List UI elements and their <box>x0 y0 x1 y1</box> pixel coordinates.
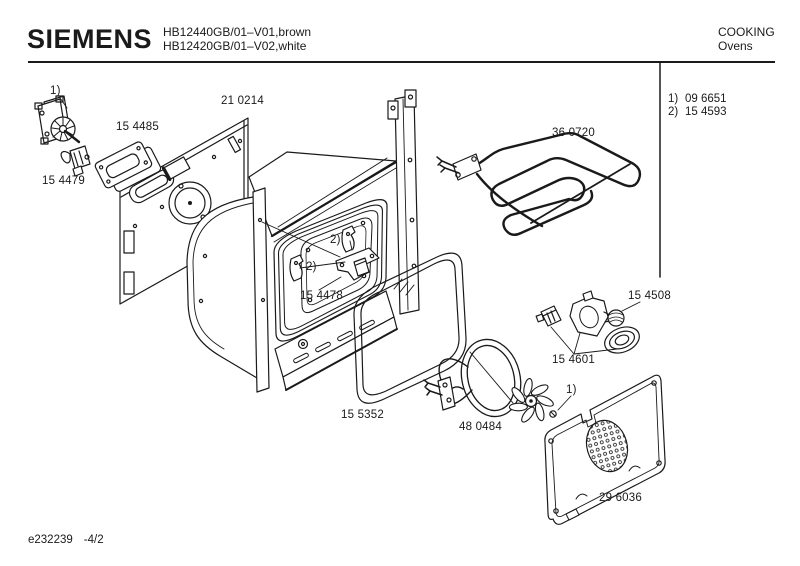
callout-rear-panel: 21 0214 <box>221 95 264 107</box>
fan-motor-drawing <box>34 95 81 145</box>
legend-block: 1) 09 6651 2) 15 4593 <box>668 93 727 119</box>
heating-element-drawing <box>436 132 642 236</box>
callout-motor-note: 1) <box>50 85 61 97</box>
document-id: e232239 <box>28 534 73 546</box>
legend-item-part: 15 4593 <box>685 106 727 118</box>
siemens-logo: SIEMENS <box>27 24 153 54</box>
callout-door-latch: 15 4479 <box>42 175 85 187</box>
legend-item-part: 09 6651 <box>685 93 727 105</box>
legend-item: 2) 15 4593 <box>668 106 727 119</box>
callout-lamp-assembly: 15 4601 <box>552 354 595 366</box>
back-cover-drawing <box>544 374 666 525</box>
callout-mounting-bracket: 15 4478 <box>300 290 343 302</box>
lamp-assembly-drawing <box>535 290 640 354</box>
door-gasket-drawing <box>353 252 467 404</box>
callout-heating-element: 36 0720 <box>552 127 595 139</box>
legend-item-num: 1) <box>668 93 679 105</box>
callout-motor-bracket: 15 4485 <box>116 121 159 133</box>
legend-item: 1) 09 6651 <box>668 93 727 106</box>
footer: e232239 -4/2 <box>28 534 104 546</box>
callout-screw-note: 1) <box>566 384 577 396</box>
callout-back-cover: 29 6036 <box>599 492 642 504</box>
cooling-fan-drawing <box>508 378 557 423</box>
page-number: -4/2 <box>83 534 104 546</box>
model-line-2: HB12420GB/01–V02,white <box>163 38 307 53</box>
category-block: COOKING Ovens <box>718 25 775 53</box>
callout-door-gasket: 15 5352 <box>341 409 384 421</box>
callout-hook-note-upper: 2) <box>330 234 341 246</box>
mounting-bracket-drawing <box>335 247 380 281</box>
callout-lamp-bulb: 15 4508 <box>628 290 671 302</box>
ring-heater-drawing <box>423 338 522 418</box>
model-line-1: HB12440GB/01–V01,brown <box>163 25 312 39</box>
category-label: COOKING <box>718 25 775 39</box>
motor-bracket-drawing <box>94 141 162 192</box>
model-numbers: HB12440GB/01–V01,brown HB12420GB/01–V02,… <box>163 25 312 53</box>
callout-hook-note-lower: 2) <box>306 261 317 273</box>
callout-ring-heater: 48 0484 <box>459 421 502 433</box>
legend-item-num: 2) <box>668 106 679 118</box>
pointer-lines <box>59 97 641 411</box>
header-divider <box>28 61 775 63</box>
door-hooks-drawing <box>289 225 356 282</box>
door-latch-drawing <box>60 145 91 177</box>
subcategory-label: Ovens <box>718 38 753 53</box>
